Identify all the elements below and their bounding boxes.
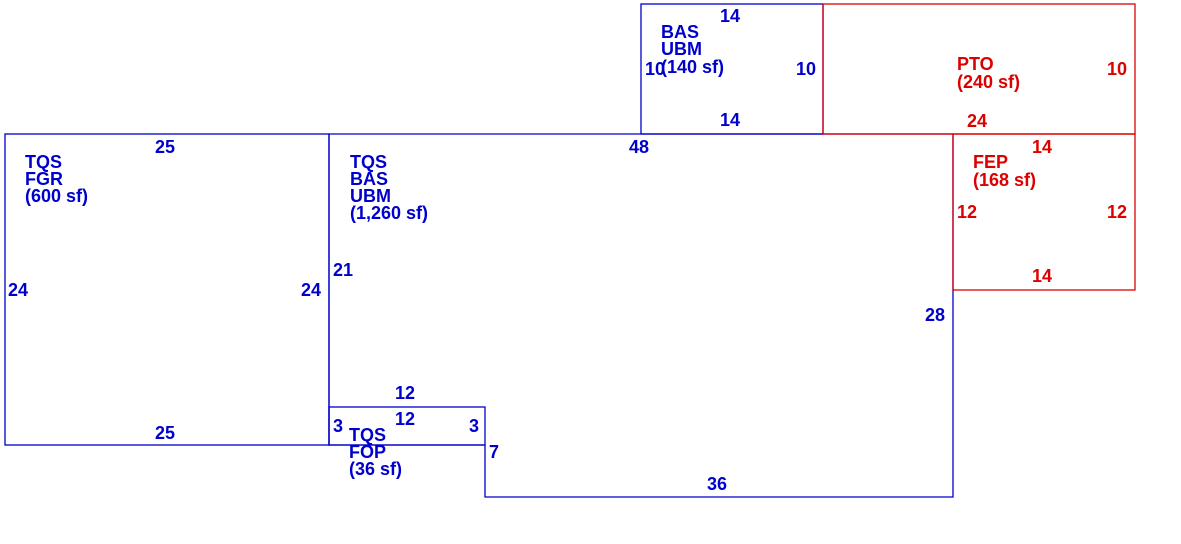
- main-dim-top: 48: [629, 137, 649, 157]
- fep-dim-top: 14: [1032, 137, 1052, 157]
- main-label-line1: TQS: [350, 152, 387, 172]
- fgr-dim-bottom: 25: [155, 423, 175, 443]
- fop-dim-right: 3: [469, 416, 479, 436]
- fep-outline: [952, 133, 1136, 291]
- fep-dim-left: 12: [957, 202, 977, 222]
- fgr-dim-right: 24: [301, 280, 321, 300]
- fop-dim-bottom: 12: [395, 409, 415, 429]
- fep-dim-bottom: 14: [1032, 266, 1052, 286]
- main-dim-notch: 7: [489, 442, 499, 462]
- main-area-outline: [328, 133, 954, 498]
- fop-label-line1: TQS: [349, 425, 386, 445]
- fep-label-area: (168 sf): [973, 170, 1036, 190]
- fep-dim-right: 12: [1107, 202, 1127, 222]
- upper-label-area: (140 sf): [661, 57, 724, 77]
- main-label-line2: BAS: [350, 169, 388, 189]
- pto-dim-right: 10: [1107, 59, 1127, 79]
- pto-dim-bottom: 24: [967, 111, 987, 131]
- fop-outline: [328, 406, 486, 446]
- fgr-dim-left: 24: [8, 280, 28, 300]
- fop-dim-top: 12: [395, 383, 415, 403]
- main-dim-left: 21: [333, 260, 353, 280]
- fgr-label-line1: TQS: [25, 152, 62, 172]
- main-dim-bottom: 36: [707, 474, 727, 494]
- upper-dim-left: 10: [645, 59, 665, 79]
- upper-label-line1: BAS: [661, 22, 699, 42]
- upper-dim-right: 10: [796, 59, 816, 79]
- fgr-label-area: (600 sf): [25, 186, 88, 206]
- pto-label-area: (240 sf): [957, 72, 1020, 92]
- fgr-label-line2: FGR: [25, 169, 63, 189]
- upper-label-line2: UBM: [661, 39, 702, 59]
- main-label-line3: UBM: [350, 186, 391, 206]
- fop-dim-left: 3: [333, 416, 343, 436]
- fgr-dim-top: 25: [155, 137, 175, 157]
- pto-label-line1: PTO: [957, 54, 994, 74]
- fop-label-line2: FOP: [349, 442, 386, 462]
- main-label-area: (1,260 sf): [350, 203, 428, 223]
- upper-dim-bottom: 14: [720, 110, 740, 130]
- upper-dim-top: 14: [720, 6, 740, 26]
- main-dim-right: 28: [925, 305, 945, 325]
- fop-label-area: (36 sf): [349, 459, 402, 479]
- fep-label-line1: FEP: [973, 152, 1008, 172]
